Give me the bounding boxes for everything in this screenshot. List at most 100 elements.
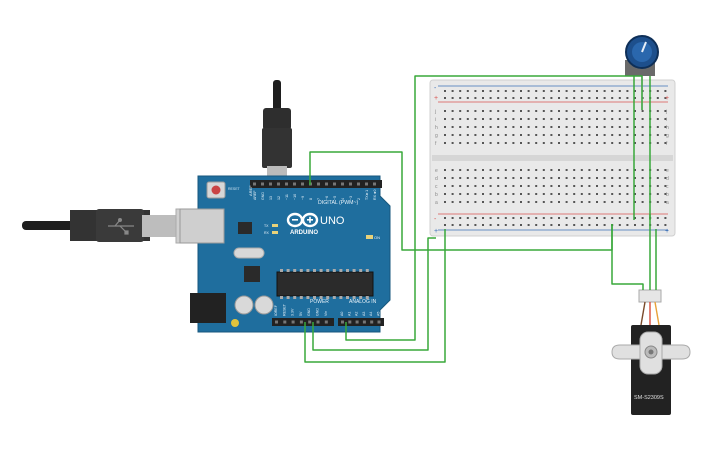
pin-label: 7 bbox=[317, 198, 321, 200]
breadboard-hole bbox=[618, 177, 621, 179]
breadboard-hole bbox=[618, 110, 621, 112]
breadboard-hole bbox=[626, 97, 629, 99]
breadboard-hole bbox=[664, 169, 667, 171]
header-hole bbox=[325, 182, 328, 186]
breadboard-hole bbox=[656, 118, 659, 120]
wire-5v[interactable] bbox=[312, 237, 436, 351]
breadboard-hole bbox=[550, 134, 553, 136]
breadboard-hole bbox=[489, 97, 492, 99]
header-hole bbox=[355, 320, 359, 324]
wire-pot-wiper[interactable] bbox=[345, 75, 643, 341]
breadboard-hole bbox=[626, 110, 629, 112]
wire-gnd[interactable] bbox=[304, 229, 446, 363]
breadboard-hole bbox=[497, 177, 500, 179]
breadboard-hole bbox=[527, 185, 530, 187]
breadboard-hole bbox=[489, 201, 492, 203]
breadboard-hole bbox=[482, 134, 484, 136]
breadboard-hole bbox=[580, 177, 583, 179]
breadboard-hole bbox=[580, 118, 583, 120]
breadboard-hole bbox=[504, 224, 507, 226]
breadboard[interactable]: + - + - + + j i h g f e d c b a j i h g … bbox=[429, 79, 676, 237]
breadboard-hole bbox=[626, 185, 629, 187]
breadboard-hole bbox=[520, 110, 522, 112]
breadboard-hole bbox=[527, 118, 530, 120]
breadboard-hole bbox=[504, 126, 507, 128]
breadboard-hole bbox=[588, 169, 591, 171]
tx-label: TX bbox=[264, 224, 269, 228]
breadboard-hole bbox=[451, 201, 454, 203]
breadboard-hole bbox=[497, 193, 500, 195]
breadboard-hole bbox=[588, 193, 591, 195]
wire-servo-power[interactable] bbox=[611, 224, 644, 290]
arduino-uno-board[interactable]: RESET AREF DIGITAL (PWM~) ARDUINO UNO TX… bbox=[179, 175, 391, 333]
chip-pin bbox=[306, 269, 310, 272]
breadboard-hole bbox=[603, 134, 606, 136]
breadboard-hole bbox=[596, 134, 598, 136]
breadboard-hole bbox=[558, 90, 560, 92]
breadboard-hole bbox=[634, 201, 636, 203]
breadboard-hole bbox=[580, 169, 583, 171]
breadboard-hole bbox=[504, 193, 507, 195]
breadboard-hole bbox=[466, 90, 469, 92]
breadboard-hole bbox=[535, 90, 538, 92]
chip-pin bbox=[346, 269, 349, 272]
breadboard-hole bbox=[558, 134, 560, 136]
breadboard-hole bbox=[626, 224, 629, 226]
breadboard-hole bbox=[535, 142, 538, 144]
breadboard-hole bbox=[596, 142, 598, 144]
breadboard-hole bbox=[550, 126, 553, 128]
breadboard-hole bbox=[603, 169, 606, 171]
chip-pin bbox=[339, 269, 343, 272]
usb-cable[interactable] bbox=[22, 208, 221, 244]
breadboard-hole bbox=[596, 97, 598, 99]
breadboard-hole bbox=[482, 97, 484, 99]
row-letter: e bbox=[435, 168, 438, 174]
chip-pin bbox=[352, 296, 356, 299]
breadboard-hole bbox=[444, 169, 446, 171]
header-hole bbox=[341, 320, 344, 324]
breadboard-hole bbox=[573, 134, 576, 136]
header-hole bbox=[277, 182, 280, 186]
breadboard-hole bbox=[489, 217, 492, 219]
servo-label: SM-S2309S bbox=[634, 395, 664, 401]
header-hole bbox=[316, 320, 320, 324]
breadboard-hole bbox=[550, 224, 553, 226]
reset-button[interactable] bbox=[206, 181, 226, 199]
header-hole bbox=[362, 320, 366, 324]
breadboard-hole bbox=[474, 185, 477, 187]
breadboard-hole bbox=[520, 177, 522, 179]
breadboard-hole bbox=[535, 110, 538, 112]
breadboard-hole bbox=[565, 110, 568, 112]
breadboard-hole bbox=[550, 217, 553, 219]
header-hole bbox=[261, 182, 264, 186]
breadboard-hole bbox=[504, 185, 507, 187]
breadboard-hole bbox=[497, 134, 500, 136]
breadboard-hole bbox=[634, 126, 636, 128]
breadboard-hole bbox=[527, 217, 530, 219]
breadboard-hole bbox=[542, 217, 545, 219]
breadboard-hole bbox=[459, 118, 462, 120]
breadboard-hole bbox=[520, 201, 522, 203]
breadboard-hole bbox=[512, 97, 515, 99]
breadboard-hole bbox=[634, 134, 636, 136]
breadboard-hole bbox=[634, 185, 636, 187]
chip-pin bbox=[359, 296, 363, 299]
power-cable[interactable] bbox=[262, 80, 292, 178]
breadboard-hole bbox=[482, 185, 484, 187]
pin-label: 4 bbox=[341, 198, 345, 200]
breadboard-hole bbox=[580, 217, 583, 219]
header-hole bbox=[283, 320, 287, 324]
breadboard-hole bbox=[466, 185, 469, 187]
chip-pin bbox=[306, 296, 310, 299]
row-letter: d bbox=[435, 176, 438, 182]
breadboard-hole bbox=[573, 126, 576, 128]
breadboard-hole bbox=[565, 142, 568, 144]
breadboard-hole bbox=[444, 134, 446, 136]
breadboard-hole bbox=[504, 110, 507, 112]
breadboard-hole bbox=[497, 90, 500, 92]
breadboard-hole bbox=[520, 90, 522, 92]
pin-label: ~10 bbox=[293, 194, 297, 200]
breadboard-hole bbox=[573, 110, 576, 112]
servo-motor[interactable]: SM-S2309S bbox=[611, 289, 691, 415]
breadboard-hole bbox=[512, 201, 515, 203]
